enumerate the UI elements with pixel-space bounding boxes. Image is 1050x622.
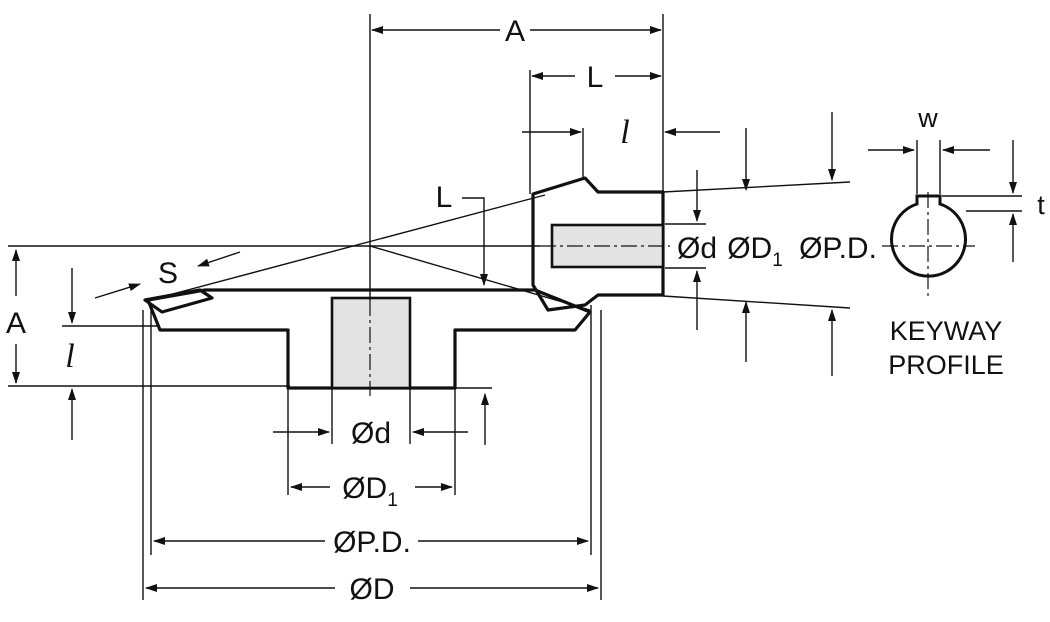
gear-body bbox=[146, 288, 592, 390]
ext-pinion-bottom bbox=[662, 295, 851, 309]
keyway-label-line1: KEYWAY bbox=[890, 316, 1003, 346]
pinion-body bbox=[531, 176, 665, 312]
label-l-italic-top: l bbox=[620, 114, 629, 151]
label-a-top: A bbox=[505, 15, 525, 48]
label-l-side: L bbox=[436, 181, 453, 214]
dim-s-left bbox=[94, 283, 141, 299]
label-w: w bbox=[917, 103, 938, 133]
label-d-bottom: Ød bbox=[351, 417, 391, 450]
keyway-circle bbox=[890, 194, 967, 278]
label-d1-bottom: ØD1 bbox=[342, 472, 398, 511]
gear-bore bbox=[330, 296, 412, 390]
ext-pinion-top bbox=[662, 181, 851, 193]
label-l-top: L bbox=[587, 61, 604, 94]
label-l-italic-left: l bbox=[65, 338, 74, 375]
label-d1-pinion: ØD1 bbox=[727, 232, 783, 271]
dim-s-right bbox=[197, 251, 241, 267]
label-a-left: A bbox=[6, 307, 26, 340]
gear-tooth-left bbox=[143, 288, 214, 314]
dim-l-side-leader bbox=[462, 197, 488, 286]
label-pd-pinion: ØP.D. bbox=[799, 232, 877, 265]
gear-section bbox=[143, 288, 592, 396]
label-od-bottom: ØD bbox=[350, 573, 395, 606]
label-t: t bbox=[1037, 190, 1045, 220]
label-d-pinion: Ød bbox=[677, 232, 717, 265]
label-pd-bottom: ØP.D. bbox=[333, 526, 411, 559]
pinion-section bbox=[531, 176, 670, 312]
keyway-label-line2: PROFILE bbox=[888, 350, 1004, 380]
keyway-profile: w t KEYWAY PROFILE bbox=[868, 103, 1045, 380]
label-s: S bbox=[158, 257, 178, 290]
